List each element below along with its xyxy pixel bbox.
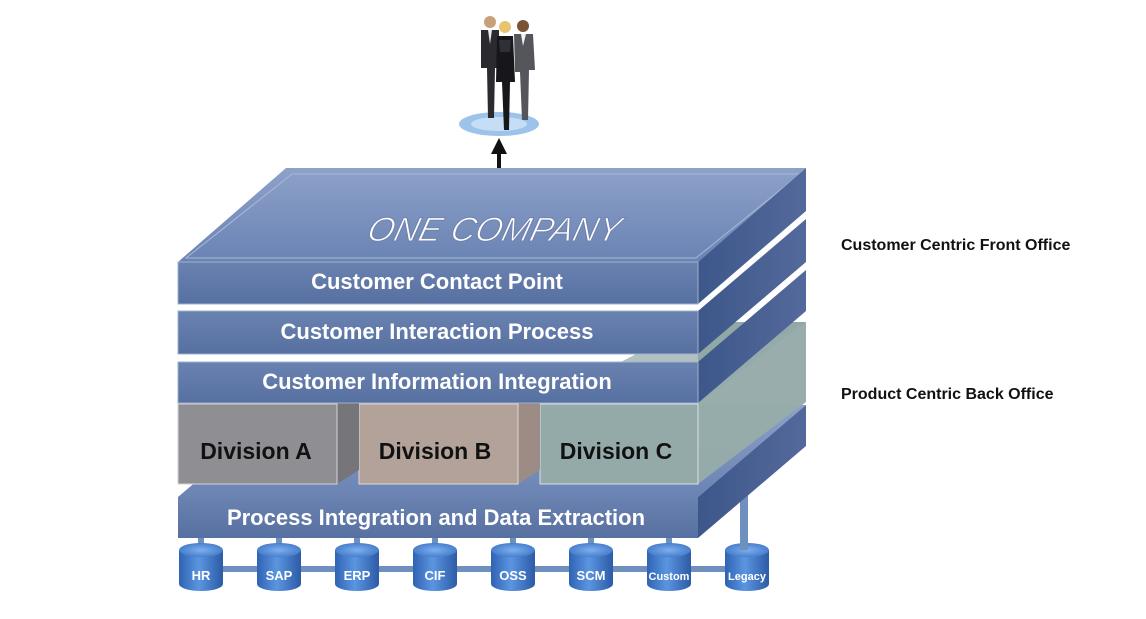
- database-sap-icon: SAP: [257, 538, 301, 591]
- database-label: SCM: [577, 568, 606, 583]
- database-oss-icon: OSS: [491, 538, 535, 591]
- database-label: ERP: [344, 568, 371, 583]
- database-custom-icon: Custom: [647, 538, 691, 591]
- layer-interaction-process: Customer Interaction Process: [177, 219, 806, 355]
- division-b-label: Division B: [379, 438, 491, 464]
- front-office-label: Customer Centric Front Office: [841, 237, 1071, 254]
- database-label: OSS: [499, 568, 527, 583]
- division-a-label: Division A: [200, 438, 312, 464]
- back-office-label: Product Centric Back Office: [841, 386, 1054, 403]
- database-label: Custom: [649, 571, 690, 583]
- division-b-box: Division B: [358, 390, 540, 485]
- division-c-label: Division C: [560, 438, 672, 464]
- database-scm-icon: SCM: [569, 538, 613, 591]
- one-company-title: ONE COMPANY: [364, 211, 629, 248]
- database-label: HR: [192, 568, 211, 583]
- database-label: SAP: [266, 568, 293, 583]
- database-label: Legacy: [728, 571, 767, 583]
- database-legacy-icon: Legacy: [725, 543, 769, 591]
- database-cif-icon: CIF: [413, 538, 457, 591]
- people-icon: [459, 16, 539, 136]
- legacy-connector: [740, 494, 748, 550]
- database-row: HR SAP ERP CIF OSS SCM Custom Legacy: [179, 538, 769, 591]
- layer-label-contact: Customer Contact Point: [311, 269, 563, 294]
- database-hr-icon: HR: [179, 538, 223, 591]
- database-label: CIF: [425, 568, 446, 583]
- layer-label-process: Process Integration and Data Extraction: [227, 505, 645, 530]
- division-a-box: Division A: [177, 390, 359, 485]
- database-erp-icon: ERP: [335, 538, 379, 591]
- layer-label-information: Customer Information Integration: [262, 369, 612, 394]
- layer-label-interaction: Customer Interaction Process: [281, 319, 594, 344]
- layer-information-integration: Customer Information Integration: [177, 270, 806, 404]
- layer-contact-point: Customer Contact Point ONE COMPANY: [177, 168, 806, 305]
- database-connector-pipe: [201, 566, 747, 572]
